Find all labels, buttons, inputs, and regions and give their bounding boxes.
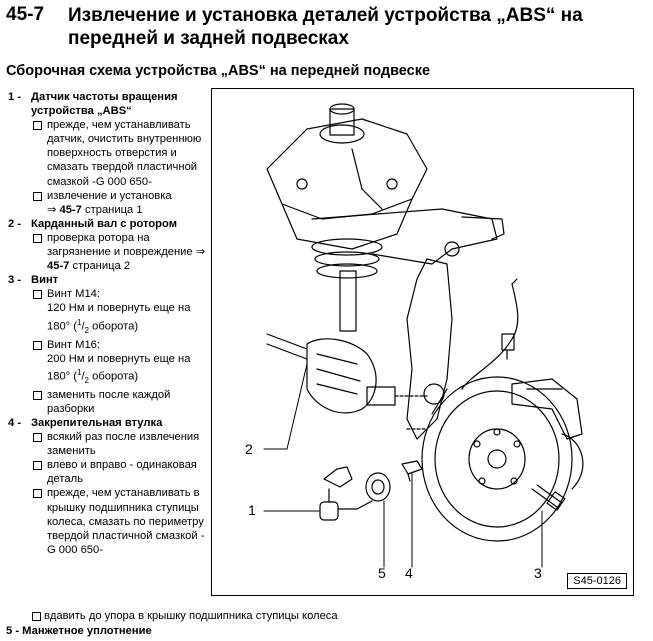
item-title: Карданный вал с ротором (31, 217, 177, 230)
brake-caliper (511, 378, 583, 440)
torque-value: 200 Нм и повернуть еще на 180° (1/2 обор… (47, 352, 191, 385)
section-number: 45-7 (6, 4, 45, 25)
section-subtitle: Сборочная схема устройства „ABS“ на пере… (6, 63, 431, 79)
item-number: 2 - (8, 217, 22, 230)
checkbox-icon (33, 191, 42, 201)
item-number: 4 - (8, 417, 22, 429)
control-arm (311, 208, 505, 265)
strut-mount (266, 103, 428, 250)
page-reference-link[interactable]: 45-7 (59, 203, 82, 216)
item-number: 3 - (8, 274, 22, 287)
checkbox-icon (33, 433, 42, 443)
legend-item-1: 1 - Датчик частоты вращения устройства „… (6, 90, 212, 217)
list-item: всякий раз после извлечения заменить (33, 430, 212, 458)
checkbox-icon (33, 121, 42, 131)
figure-code: S45-0126 (567, 573, 627, 589)
arrow-icon: ⇒ (47, 202, 57, 216)
callout-1: 1 (248, 502, 256, 518)
drive-shaft (266, 333, 428, 430)
legend-item-2: 2 - Карданный вал с ротором проверка рот… (6, 217, 212, 273)
checkbox-icon (33, 290, 42, 300)
list-item: Винт M14: (33, 287, 212, 301)
coil-spring (311, 238, 383, 332)
steering-knuckle (406, 258, 453, 440)
seal-ring (365, 472, 391, 502)
page-title: Извлечение и установка деталей устройств… (68, 5, 583, 49)
parts-legend: 1 - Датчик частоты вращения устройства „… (6, 90, 212, 557)
item-title: Датчик частоты вращения устройства „ABS“ (31, 91, 178, 118)
legend-item-5: 5 - Манжетное уплотнение (6, 625, 152, 637)
checkbox-icon (33, 340, 42, 350)
bolt (531, 484, 566, 511)
list-item: заменить после каждой разборки (33, 388, 212, 416)
list-item: вдавить до упора в крышку подшипника сту… (30, 609, 630, 623)
leader-lines (263, 363, 543, 568)
torque-value: 120 Нм и повернуть еще на 180° (1/2 обор… (47, 302, 191, 335)
callout-5: 5 (378, 565, 386, 581)
legend-item-4: 4 - Закрепительная втулка всякий раз пос… (6, 416, 212, 557)
arrow-icon: ⇒ (195, 245, 206, 259)
checkbox-icon (33, 489, 42, 499)
callout-4: 4 (405, 565, 413, 581)
list-item: Винт M16: (33, 338, 212, 352)
list-item: влево и вправо - одинаковая деталь (33, 458, 212, 486)
item-title: Манжетное уплотнение (22, 625, 152, 637)
legend-item-3: 3 - Винт Винт M14: 120 Нм и повернуть ещ… (6, 273, 212, 416)
brake-disc (421, 376, 584, 542)
list-item: прежде, чем устанавливать в крышку подши… (33, 486, 212, 556)
list-item: прежде, чем устанавливать датчик, очисти… (33, 118, 212, 188)
checkbox-icon (33, 461, 42, 471)
assembly-diagram: 2 1 3 4 5 S45-0126 (211, 88, 634, 596)
bushing (401, 460, 423, 482)
speed-sensor (319, 466, 373, 521)
checkbox-icon (33, 233, 42, 243)
suspension-illustration (263, 103, 584, 568)
callout-2: 2 (245, 441, 253, 457)
item-title: Закрепительная втулка (31, 417, 163, 429)
list-item: проверка ротора на загрязнение и поврежд… (33, 231, 212, 273)
item-number: 1 - (8, 91, 22, 103)
sensor-cable (461, 278, 519, 390)
checkbox-icon (32, 612, 41, 621)
callout-3: 3 (534, 565, 542, 581)
page-reference-link[interactable]: 45-7 (47, 260, 70, 273)
item-title: Винт (31, 274, 59, 287)
item-number: 5 - (6, 625, 20, 637)
list-item: извлечение и установка ⇒ 45-7 страница 1 (33, 189, 212, 217)
checkbox-icon (33, 390, 42, 400)
